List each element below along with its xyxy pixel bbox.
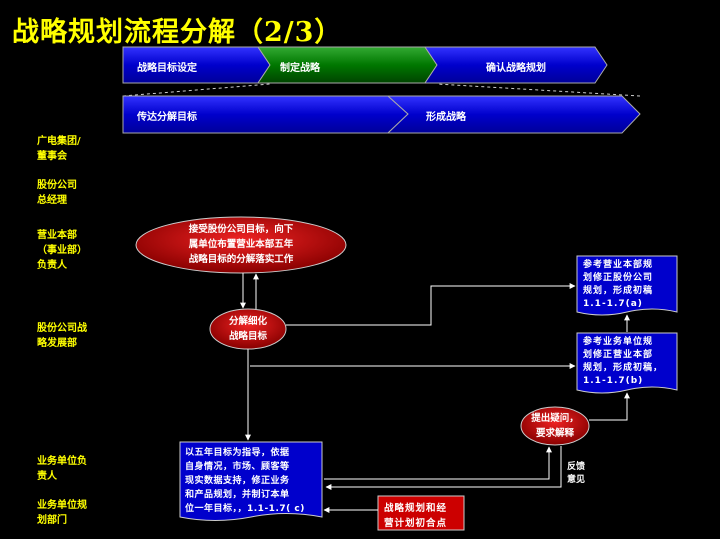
meeting-text: 战略规划和经 营计划初合点 — [384, 503, 448, 529]
revise-unit-text: 参考业务单位规 划修正营业本部 规划，形成初稿， 1.1-1.7(b) — [583, 337, 664, 386]
biz-plan-doc — [179, 441, 323, 521]
meeting-box — [377, 495, 465, 531]
revise-unit-box — [576, 332, 678, 394]
role-biz-head: 业务单位负 责人 — [37, 456, 87, 482]
phase-label-4: 传达分解目标 — [137, 112, 197, 123]
role-strategy-dept: 股份公司战 略发展部 — [37, 323, 87, 349]
revise-company-box — [576, 255, 678, 316]
biz-plan-text: 以五年目标为指导，依据 自身情况，市场、顾客等 现实数据支持，修正业务 和产品规… — [185, 448, 305, 514]
accept-node-text: 接受股份公司目标，向下 属单位布置营业本部五年 战略目标的分解落实工作 — [188, 224, 294, 265]
phase-label-5: 形成战略 — [426, 112, 466, 123]
question-node-text: 提出疑问， 要求解释 — [531, 413, 579, 439]
question-ellipse — [520, 406, 590, 446]
phase-chevron-5 — [386, 95, 641, 134]
role-gm: 股份公司 总经理 — [37, 180, 77, 206]
phase-label-1: 战略目标设定 — [137, 63, 197, 74]
feedback-label: 反馈 意见 — [567, 462, 586, 485]
decompose-node-text: 分解细化 战略目标 — [228, 316, 267, 342]
revise-company-text: 参考营业本部规 划修正股份公司 规划，形成初稿 1.1-1.7(a) — [583, 260, 654, 309]
role-board: 广电集团/ 董事会 — [37, 136, 81, 162]
phase-label-3: 确认战略规划 — [486, 63, 546, 74]
role-unit-head: 营业本部 （事业部） 负责人 — [37, 230, 87, 271]
accept-ellipse — [135, 216, 347, 274]
phase-chevron-3 — [424, 46, 608, 84]
role-biz-plan: 业务单位规 划部门 — [37, 500, 87, 526]
page-title: 战略规划流程分解（2/3） — [12, 17, 343, 48]
phase-label-2: 制定战略 — [280, 63, 320, 74]
